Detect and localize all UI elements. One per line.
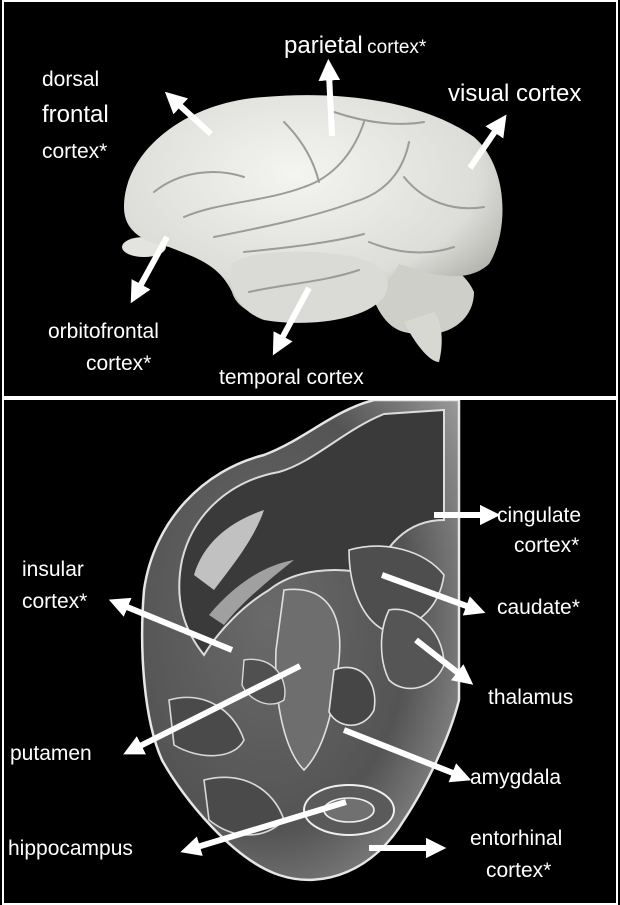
label-insular-1: insular [22,558,84,581]
label-orbitofrontal-2: cortex* [86,352,152,375]
arrow-visual [467,114,507,170]
label-caudate: caudate* [497,596,580,619]
arrow-orbitofrontal [130,235,170,304]
label-parietal-suffix: cortex* [367,37,427,58]
arrow-caudate [380,572,486,616]
label-hippocampus: hippocampus [8,837,133,860]
arrow-temporal [272,286,312,356]
brain-surface-panel: dorsal frontal cortex* parietal cortex* … [2,0,618,398]
arrow-putamen [123,663,302,755]
brain-section-panel: cingulate cortex* insular cortex* caudat… [2,398,618,905]
arrow-parietal [318,58,341,137]
label-amygdala: amygdala [470,766,562,789]
coronal-section-image [140,400,461,882]
label-thalamus: thalamus [488,686,574,709]
arrow-dorsal-frontal [164,91,214,137]
label-parietal-main: parietal [284,32,363,59]
label-orbitofrontal-1: orbitofrontal [48,320,159,343]
brain-surface-figure [122,58,507,362]
arrow-amygdala [342,727,472,783]
label-dorsal-frontal-1: dorsal [42,68,100,91]
arrow-insular [108,597,234,653]
label-entorhinal-1: entorhinal [470,827,563,850]
label-visual: visual cortex [448,80,582,107]
label-entorhinal-2: cortex* [486,859,552,882]
label-cingulate-2: cortex* [514,534,580,557]
label-dorsal-frontal-2: frontal [42,101,109,128]
arrow-thalamus [414,637,474,685]
arrow-hippocampus [180,799,347,856]
brain-section-figure [108,400,501,882]
label-temporal: temporal cortex [219,366,364,389]
label-parietal: parietal cortex* [284,32,426,60]
label-insular-2: cortex* [22,590,88,613]
label-dorsal-frontal-3: cortex* [42,140,108,163]
label-cingulate-1: cingulate [497,504,582,527]
label-putamen: putamen [10,742,92,765]
brain-3d-render [122,95,503,362]
